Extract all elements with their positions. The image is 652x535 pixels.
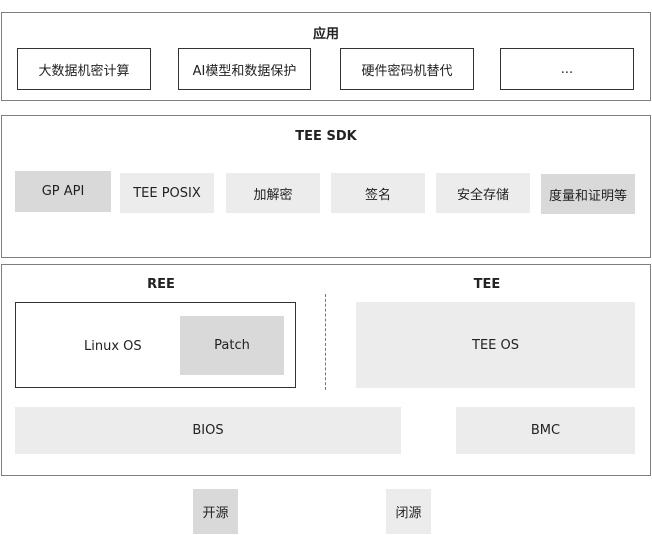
ree-tee-divider bbox=[325, 294, 326, 390]
app-ai-model-data-protection: AI模型和数据保护 bbox=[178, 48, 311, 90]
legend-closed-source: 闭源 bbox=[386, 489, 431, 534]
sdk-measurement-attestation: 度量和证明等 bbox=[541, 174, 635, 214]
sdk-gp-api: GP API bbox=[15, 171, 111, 212]
sdk-encryption-decryption: 加解密 bbox=[226, 173, 320, 213]
app-big-data-confidential-computing: 大数据机密计算 bbox=[17, 48, 151, 90]
sdk-secure-storage: 安全存储 bbox=[436, 173, 530, 213]
legend-open-source: 开源 bbox=[193, 489, 238, 534]
app-more: ... bbox=[500, 48, 634, 90]
tee-title: TEE bbox=[473, 276, 501, 292]
patch-box: Patch bbox=[180, 316, 284, 375]
linux-os-label: Linux OS bbox=[84, 339, 142, 354]
app-hardware-crypto-replacement: 硬件密码机替代 bbox=[340, 48, 474, 90]
bios-box: BIOS bbox=[15, 407, 401, 454]
application-layer-title: 应用 bbox=[312, 27, 339, 42]
sdk-tee-posix: TEE POSIX bbox=[120, 173, 214, 213]
sdk-signature: 签名 bbox=[331, 173, 425, 213]
tee-os-box: TEE OS bbox=[356, 302, 635, 388]
ree-title: REE bbox=[147, 276, 175, 292]
tee-sdk-layer-title: TEE SDK bbox=[295, 129, 357, 144]
bmc-box: BMC bbox=[456, 407, 635, 454]
